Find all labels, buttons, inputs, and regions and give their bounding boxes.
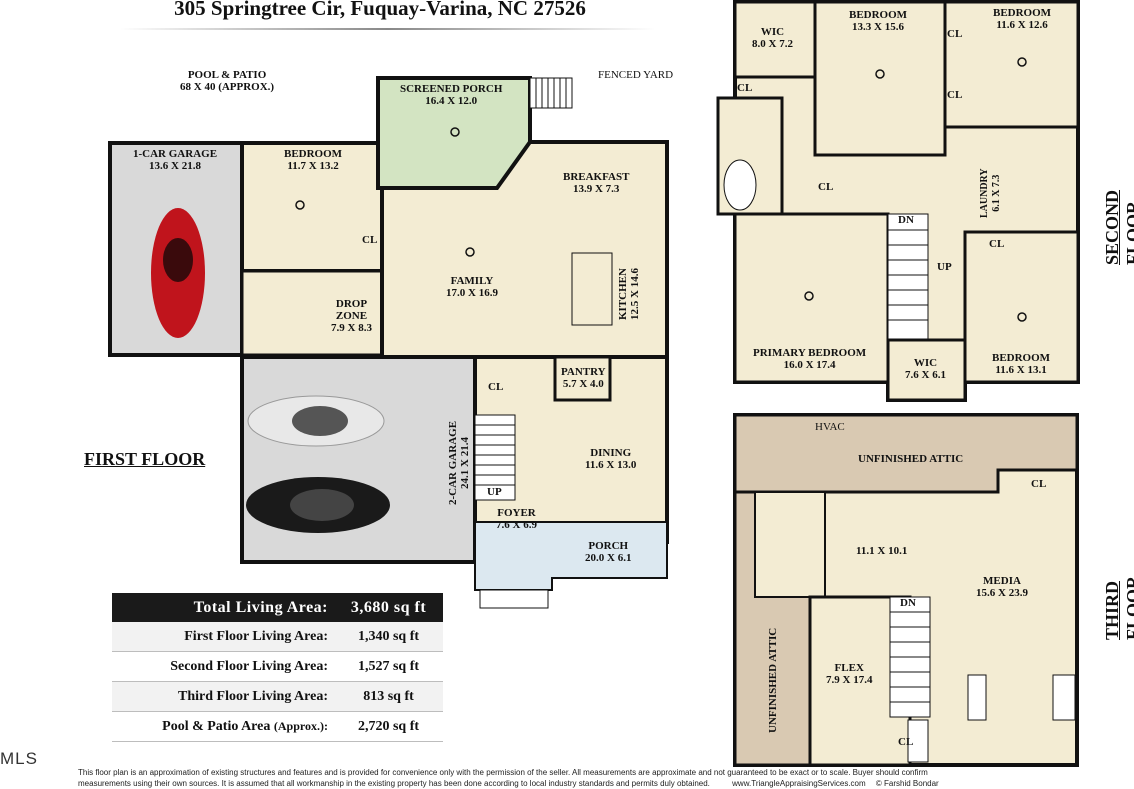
sf-bedroom2-area [943, 0, 1080, 129]
sf-bedroom3-area [963, 230, 1080, 384]
summary-row-value: 1,527 sq ft [334, 651, 443, 682]
credit-copyright: © Farshid Bondar [875, 779, 939, 788]
garage2-area [240, 355, 477, 564]
sf-primary-label: PRIMARY BEDROOM 16.0 X 17.4 [753, 347, 867, 371]
white-car-icon [247, 395, 385, 447]
ff-bath-area [240, 269, 384, 357]
sf-cl2-label: CL [737, 82, 753, 94]
laundry-label: LAUNDRY 6.1 X 7.3 [979, 168, 1002, 218]
ff-bedroom-label: BEDROOM 11.7 X 13.2 [284, 148, 343, 172]
summary-row-value: 1,340 sq ft [334, 622, 443, 652]
tf-cl-label: CL [1031, 478, 1047, 490]
ff-up-label: UP [487, 486, 502, 498]
area-summary-table: Total Living Area: 3,680 sq ft First Flo… [112, 593, 443, 742]
ff-stairs [474, 414, 516, 501]
fan-icon [450, 127, 460, 137]
hatched-chase-2 [1052, 674, 1076, 721]
sf-wic1-label: WIC 8.0 X 7.2 [752, 26, 793, 50]
page-title: 305 Springtree Cir, Fuquay-Varina, NC 27… [174, 0, 586, 20]
tf-bath-area [754, 491, 826, 598]
black-car-icon [246, 477, 390, 533]
summary-row-value: 2,720 sq ft [334, 711, 443, 742]
summary-header-value: 3,680 sq ft [334, 593, 443, 622]
media-label: MEDIA 15.6 X 23.9 [976, 575, 1028, 599]
pool-patio-label: POOL & PATIO 68 X 40 (APPROX.) [180, 69, 275, 93]
pantry-area [553, 355, 612, 402]
red-car-icon [151, 208, 205, 338]
summary-header-label: Total Living Area: [112, 593, 334, 622]
summary-row-label: Third Floor Living Area: [112, 681, 334, 712]
hvac-label: HVAC [815, 421, 845, 433]
ff-closet2-label: CL [488, 381, 504, 393]
flex-label: FLEX 7.9 X 17.4 [826, 662, 873, 686]
fan-icon [804, 291, 814, 301]
sf-wic1-area [733, 0, 817, 79]
family-label: FAMILY 17.0 X 16.9 [446, 275, 498, 299]
garage1-label: 1-CAR GARAGE 13.6 X 21.8 [133, 148, 218, 172]
screened-porch-label: SCREENED PORCH 16.4 X 12.0 [400, 83, 503, 107]
fan-icon [295, 200, 305, 210]
pantry-label: PANTRY 5.7 X 4.0 [561, 366, 606, 390]
dining-label: DINING 11.6 X 13.0 [585, 447, 637, 471]
tf-room-size: 11.1 X 10.1 [856, 545, 908, 557]
summary-row: Second Floor Living Area: 1,527 sq ft [112, 651, 443, 682]
sf-bedroom3-label: BEDROOM 11.6 X 13.1 [992, 352, 1051, 376]
drop-zone-label: DROP ZONE 7.9 X 8.3 [331, 298, 372, 334]
porch-area [474, 521, 668, 591]
credit-site: www.TriangleAppraisingServices.com [732, 779, 866, 788]
tf-dn-label: DN [900, 597, 916, 609]
summary-row: Third Floor Living Area: 813 sq ft [112, 681, 443, 712]
sf-cl1-label: CL [947, 28, 963, 40]
tf-cl2-label: CL [898, 736, 914, 748]
rear-steps [529, 77, 573, 109]
fan-icon [875, 69, 885, 79]
kitchen-island [571, 252, 613, 326]
kitchen-label: KITCHEN 12.5 X 14.6 [617, 268, 641, 320]
summary-row-label: Second Floor Living Area: [112, 651, 334, 682]
disclaimer-line1: This floor plan is an approximation of e… [78, 768, 928, 777]
bathtub-icon [723, 159, 757, 211]
garage2-label: 2-CAR GARAGE 24.1 X 21.4 [447, 420, 471, 505]
fenced-yard-label: FENCED YARD [598, 69, 674, 81]
sf-dn-label: DN [898, 214, 914, 226]
disclaimer-line2: measurements using their own sources. It… [78, 779, 939, 788]
sf-bedroom2-label: BEDROOM 11.6 X 12.6 [993, 7, 1052, 31]
summary-row: First Floor Living Area: 1,340 sq ft [112, 622, 443, 652]
fan-icon [1017, 57, 1027, 67]
summary-row-value: 813 sq ft [334, 681, 443, 712]
sf-up-label: UP [937, 261, 952, 273]
first-floor-title: FIRST FLOOR [84, 449, 206, 469]
hatched-chase-3 [907, 719, 929, 763]
second-floor-title: SECOND FLOOR [1102, 189, 1134, 265]
sf-cl3-label: CL [947, 89, 963, 101]
mls-logo: MLS [0, 749, 38, 768]
tf-attic-left-label: UNFINISHED ATTIC [767, 627, 779, 733]
sf-stairs [887, 213, 929, 340]
hatched-chase-1 [967, 674, 987, 721]
tf-attic-top-label: UNFINISHED ATTIC [858, 453, 964, 465]
foyer-label: FOYER 7.6 X 6.9 [496, 507, 537, 531]
disclaimer: This floor plan is an approximation of e… [78, 767, 1134, 789]
summary-row-label: Pool & Patio Area (Approx.): [112, 711, 334, 742]
porch-label: PORCH 20.0 X 6.1 [585, 540, 632, 564]
sf-wic2-label: WIC 7.6 X 6.1 [905, 357, 946, 381]
breakfast-label: BREAKFAST 13.9 X 7.3 [563, 171, 630, 195]
sf-cl4-label: CL [818, 181, 834, 193]
summary-header-row: Total Living Area: 3,680 sq ft [112, 593, 443, 622]
summary-row: Pool & Patio Area (Approx.): 2,720 sq ft [112, 711, 443, 742]
sf-cl5-label: CL [989, 238, 1005, 250]
sf-bedroom1-label: BEDROOM 13.3 X 15.6 [849, 9, 908, 33]
third-floor-title: THIRD FLOOR [1102, 575, 1134, 640]
porch-steps [479, 589, 549, 609]
summary-row-label: First Floor Living Area: [112, 622, 334, 652]
fan-icon [1017, 312, 1027, 322]
fan-icon [465, 247, 475, 257]
title-underline [120, 28, 655, 30]
sf-wic2-area [886, 338, 967, 402]
ff-closet-label: CL [362, 234, 378, 246]
